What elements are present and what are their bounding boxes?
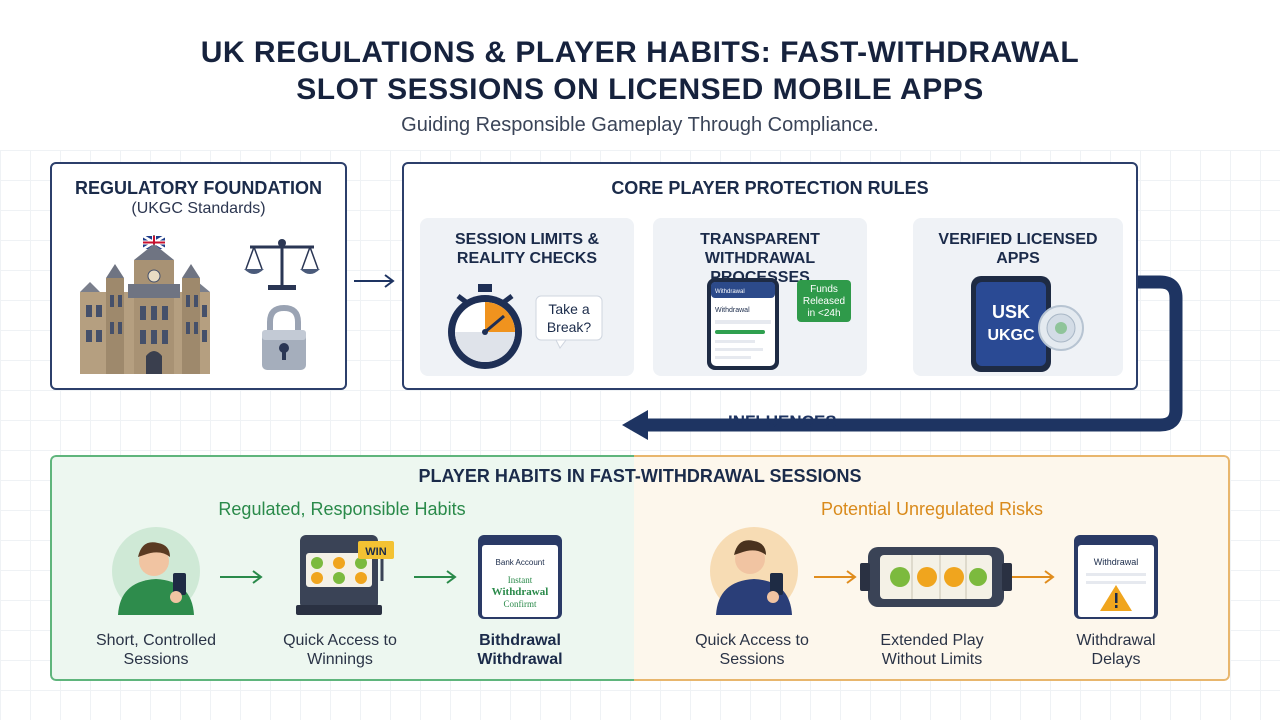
badge-line-3: in <24h bbox=[807, 308, 840, 319]
core-protection-panel: CORE PLAYER PROTECTION RULES SESSION LIM… bbox=[402, 162, 1138, 390]
parliament-icon bbox=[80, 234, 320, 374]
page-subtitle: Guiding Responsible Gameplay Through Com… bbox=[401, 114, 879, 136]
step-withdrawal: Bithdrawal Withdrawal bbox=[440, 631, 600, 669]
logo-line-1: USK bbox=[992, 302, 1030, 322]
step-withdrawal-delays-line2: Delays bbox=[1091, 651, 1141, 668]
win-badge: WIN bbox=[365, 546, 386, 558]
step-withdrawal-delays-line1: Withdrawal bbox=[1076, 632, 1156, 649]
logo-line-2: UKGC bbox=[987, 327, 1035, 344]
habits-illustrations: WIN Bank Account Instant Withdrawal Conf… bbox=[112, 527, 1158, 619]
spinning-reels-icon bbox=[860, 547, 1012, 607]
instant-label: Instant bbox=[508, 575, 533, 585]
green-arrow-2 bbox=[414, 570, 457, 584]
step-withdrawal-delays: Withdrawal Delays bbox=[1036, 631, 1196, 669]
withdrawal-phone-icon: Withdrawal Withdrawal Funds Released in … bbox=[707, 278, 851, 370]
step-quick-access-sessions: Quick Access to Sessions bbox=[672, 631, 832, 669]
orange-arrow-2 bbox=[1012, 570, 1055, 584]
regulatory-foundation-panel: REGULATORY FOUNDATION (UKGC Standards) bbox=[50, 162, 347, 390]
step-extended-play-line2: Without Limits bbox=[881, 651, 983, 668]
verified-apps-card: VERIFIED LICENSED APPS USK UKGC bbox=[913, 218, 1123, 376]
bubble-line-1: Take a bbox=[548, 301, 589, 317]
phone-header: Withdrawal bbox=[715, 289, 745, 295]
slot-machine-icon: WIN bbox=[296, 535, 394, 615]
badge-line-1: Funds bbox=[810, 284, 838, 295]
withdrawal-processes-title: TRANSPARENT WITHDRAWAL PROCESSES bbox=[700, 231, 820, 286]
page-title: UK REGULATIONS & PLAYER HABITS: FAST-WIT… bbox=[0, 34, 1280, 108]
delay-phone-header: Withdrawal bbox=[1094, 557, 1139, 567]
player-habits-section: PLAYER HABITS IN FAST-WITHDRAWAL SESSION… bbox=[50, 455, 1230, 681]
risks-heading: Potential Unregulated Risks bbox=[820, 499, 1044, 519]
funds-released-badge: Funds Released in <24h bbox=[797, 280, 851, 322]
session-limits-title: SESSION LIMITS & REALITY CHECKS bbox=[454, 231, 599, 267]
green-arrow-1 bbox=[220, 570, 263, 584]
regulatory-subtitle: (UKGC Standards) bbox=[131, 200, 266, 217]
step-short-sessions-line2: Sessions bbox=[123, 651, 189, 668]
regulated-heading: Regulated, Responsible Habits bbox=[218, 499, 466, 519]
title-line-1: UK REGULATIONS & PLAYER HABITS: FAST-WIT… bbox=[200, 36, 1080, 69]
step-withdrawal-line2: Withdrawal bbox=[477, 651, 563, 668]
person-controlled-icon bbox=[112, 527, 200, 615]
regulatory-title: REGULATORY FOUNDATION bbox=[75, 178, 322, 198]
player-habits-title: PLAYER HABITS IN FAST-WITHDRAWAL SESSION… bbox=[418, 466, 862, 486]
session-limits-card: SESSION LIMITS & REALITY CHECKS Take a B… bbox=[420, 218, 634, 376]
verified-apps-title: VERIFIED LICENSED APPS bbox=[938, 231, 1098, 267]
step-quick-access-sessions-line2: Sessions bbox=[719, 651, 785, 668]
badge-line-2: Released bbox=[803, 296, 845, 307]
bank-phone-icon: Bank Account Instant Withdrawal Confirmt bbox=[478, 535, 562, 619]
verified-seal-icon bbox=[1038, 305, 1084, 351]
stopwatch-icon: Take a Break? bbox=[448, 284, 603, 369]
core-title: CORE PLAYER PROTECTION RULES bbox=[611, 178, 929, 198]
title-line-2: SLOT SESSIONS ON LICENSED MOBILE APPS bbox=[296, 73, 984, 106]
licensed-app-phone-icon: USK UKGC bbox=[971, 276, 1084, 372]
step-extended-play: Extended Play Without Limits bbox=[852, 631, 1012, 669]
take-a-break-bubble: Take a Break? bbox=[535, 295, 603, 349]
person-risk-icon bbox=[710, 527, 798, 615]
step-quick-access-winnings-line2: Winnings bbox=[307, 651, 373, 668]
step-short-sessions: Short, Controlled Sessions bbox=[76, 631, 236, 669]
confirmed-label: Confirmt bbox=[504, 599, 537, 609]
influences-label: INFLUENCES bbox=[728, 412, 837, 431]
phone-text: Withdrawal bbox=[715, 307, 750, 314]
step-withdrawal-line1: Bithdrawal bbox=[479, 632, 561, 649]
orange-arrow-1 bbox=[814, 570, 857, 584]
withdrawal-processes-card: TRANSPARENT WITHDRAWAL PROCESSES Withdra… bbox=[653, 218, 867, 376]
withdrawal-delay-phone-icon: Withdrawal bbox=[1074, 535, 1158, 619]
step-quick-access-winnings: Quick Access to Winnings bbox=[260, 631, 420, 669]
step-extended-play-line1: Extended Play bbox=[880, 632, 984, 649]
step-short-sessions-line1: Short, Controlled bbox=[95, 632, 217, 649]
step-quick-access-winnings-line1: Quick Access to bbox=[283, 632, 397, 649]
withdrawal-label: Withdrawal bbox=[492, 586, 549, 598]
bubble-line-2: Break? bbox=[547, 319, 592, 335]
bank-account-label: Bank Account bbox=[496, 558, 546, 567]
step-quick-access-sessions-line1: Quick Access to bbox=[695, 632, 809, 649]
